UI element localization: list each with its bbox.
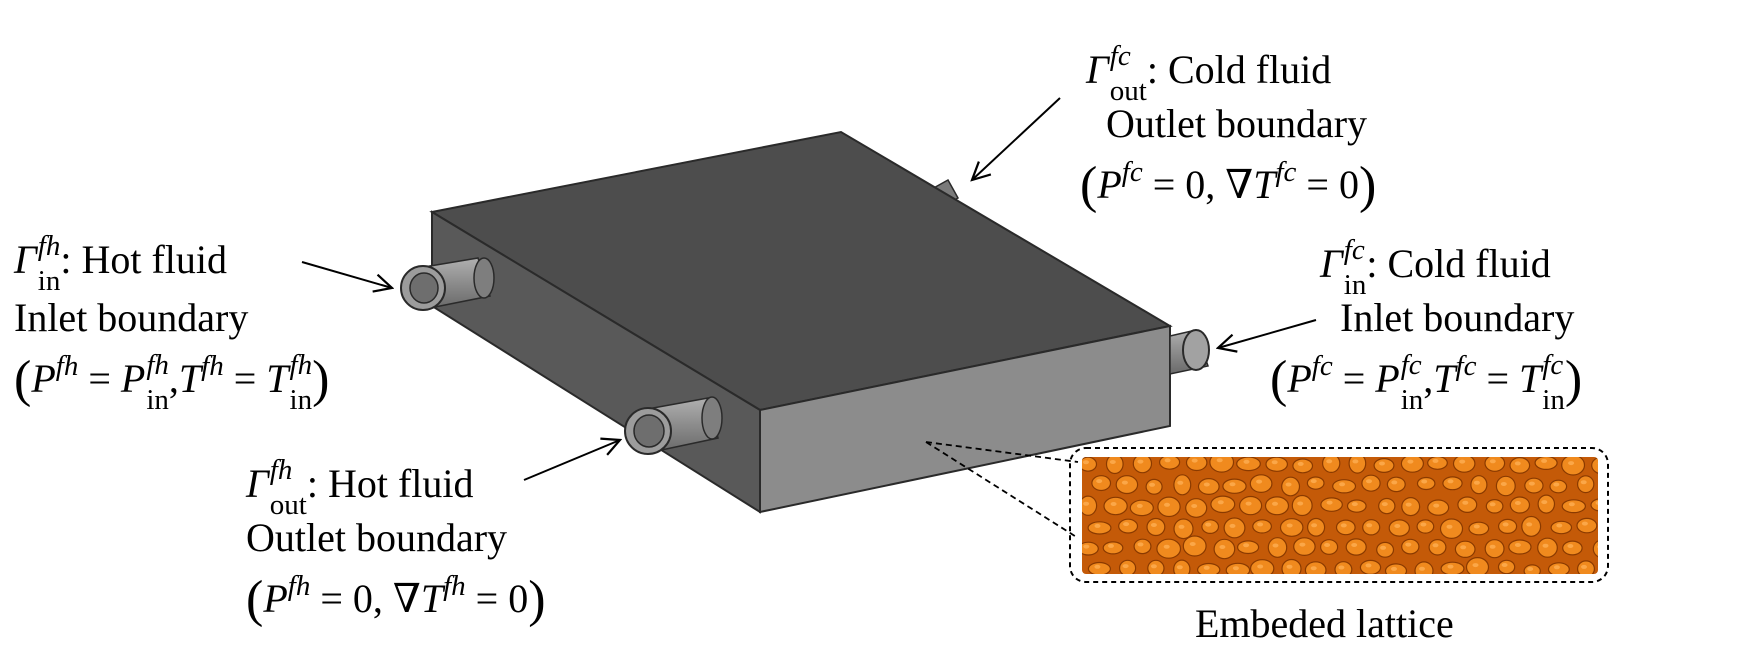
arrow-cold-inlet xyxy=(1218,319,1317,348)
cold-inlet-title: : Cold fluid xyxy=(1366,241,1551,287)
cold-outlet-sub: out xyxy=(1109,75,1147,107)
arrow-cold-outlet xyxy=(972,97,1061,180)
hot-outlet-equation: (Pfh = 0, ∇Tfh = 0) xyxy=(246,570,546,628)
hot-outlet-symbol: Γ xyxy=(246,461,269,507)
inset-caption: Embeded lattice xyxy=(1195,601,1454,646)
hot-outlet-pipe xyxy=(624,396,723,455)
lattice-texture xyxy=(1082,457,1598,574)
cold-inlet-pipe xyxy=(1169,329,1210,375)
cold-outlet-equation: (Pfc = 0, ∇Tfc = 0) xyxy=(1080,156,1377,214)
cold-inlet-line2: Inlet boundary xyxy=(1340,295,1575,340)
hot-inlet-pipe xyxy=(400,257,495,311)
hot-inlet-sub: in xyxy=(37,265,61,297)
cold-inlet-sub: in xyxy=(1343,269,1367,301)
hot-outlet-sub: out xyxy=(269,489,307,521)
hot-inlet-sup: fh xyxy=(37,230,61,262)
hot-outlet-sup: fh xyxy=(269,454,293,486)
hot-outlet-title: : Hot fluid xyxy=(306,461,474,507)
arrow-hot-inlet xyxy=(301,261,392,288)
hot-inlet-line2: Inlet boundary xyxy=(14,295,249,340)
cold-inlet-sup: fc xyxy=(1343,234,1365,266)
cold-outlet-title: : Cold fluid xyxy=(1146,47,1332,93)
cold-outlet-symbol: Γ xyxy=(1086,47,1109,93)
arrow-hot-outlet xyxy=(523,440,620,481)
zoom-line-top xyxy=(925,441,1079,463)
lattice-inset-frame xyxy=(1069,447,1609,583)
hot-inlet-title: : Hot fluid xyxy=(60,237,227,283)
cold-outlet-sup: fc xyxy=(1109,40,1131,72)
hot-inlet-symbol: Γ xyxy=(14,237,37,283)
cold-outlet-line2: Outlet boundary xyxy=(1106,101,1368,146)
hot-outlet-line2: Outlet boundary xyxy=(246,515,508,560)
box-front-face xyxy=(759,324,1171,514)
cold-inlet-symbol: Γ xyxy=(1320,241,1343,287)
